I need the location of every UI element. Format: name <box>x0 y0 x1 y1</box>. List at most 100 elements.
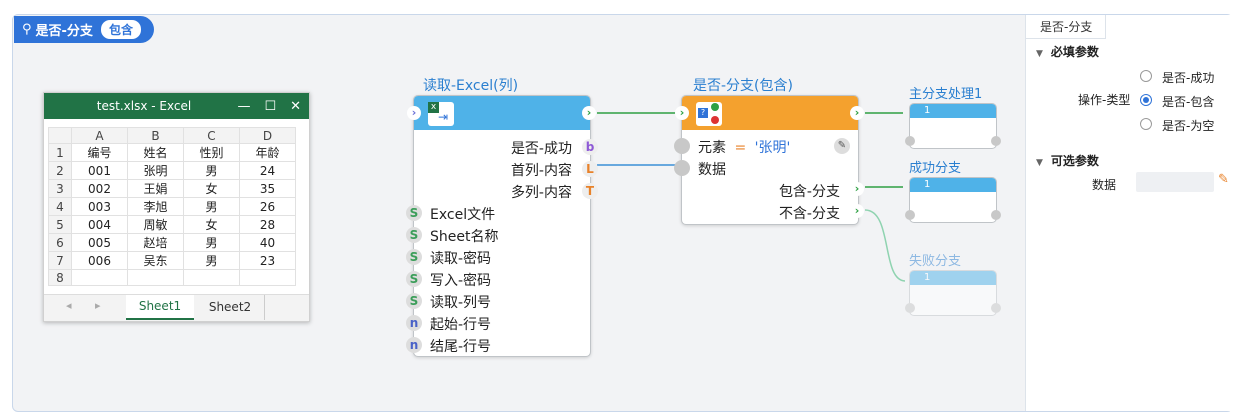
grid-cell[interactable]: 男 <box>183 161 240 180</box>
element-row: 元素 = '张明' <box>698 137 790 157</box>
grid-cell[interactable] <box>239 269 296 286</box>
target-port[interactable] <box>991 210 1001 220</box>
grid-cell[interactable]: 张明 <box>127 161 184 180</box>
grid-cell[interactable]: 李旭 <box>127 197 184 216</box>
panel-tab[interactable]: 是否-分支 <box>1026 15 1106 39</box>
grid-cell[interactable]: 006 <box>71 251 128 270</box>
grid-cell[interactable]: 姓名 <box>127 143 184 162</box>
target-port[interactable] <box>991 303 1001 313</box>
grid-cell[interactable]: 年龄 <box>239 143 296 162</box>
grid-cell[interactable]: 23 <box>239 251 296 270</box>
sheet-nav-icons[interactable]: ◂ ▸ <box>66 299 111 312</box>
grid-cell[interactable]: 35 <box>239 179 296 198</box>
grid-cell[interactable]: 004 <box>71 215 128 234</box>
maximize-icon[interactable]: ☐ <box>264 98 277 114</box>
grid-cell[interactable]: 001 <box>71 161 128 180</box>
op-radio-label[interactable]: 是否-包含 <box>1162 95 1215 109</box>
op-radio-label[interactable]: 是否-成功 <box>1162 71 1215 85</box>
branch-flow-out-arrow[interactable]: › <box>850 106 864 120</box>
grid-cell[interactable]: 吴东 <box>127 251 184 270</box>
grid-cell[interactable]: 周敏 <box>127 215 184 234</box>
data-param-input[interactable] <box>1136 172 1214 192</box>
read-output-port[interactable]: b <box>582 139 598 155</box>
read-input-port[interactable]: S <box>406 205 422 221</box>
grid-cell[interactable]: 28 <box>239 215 296 234</box>
grid-cell[interactable]: 005 <box>71 233 128 252</box>
grid-cell[interactable]: 24 <box>239 161 296 180</box>
read-input-port[interactable]: S <box>406 249 422 265</box>
read-flow-out-arrow[interactable]: › <box>582 106 596 120</box>
read-output-port[interactable]: L <box>582 161 598 177</box>
sheet2-tab[interactable]: Sheet2 <box>196 295 265 320</box>
read-input-port[interactable]: n <box>406 337 422 353</box>
col-header[interactable]: C <box>183 127 240 144</box>
grid-cell[interactable]: 002 <box>71 179 128 198</box>
target-port[interactable] <box>905 210 915 220</box>
grid-cell[interactable] <box>71 269 128 286</box>
data-port[interactable] <box>674 160 690 176</box>
grid-cell[interactable]: 赵培 <box>127 233 184 252</box>
grid-cell[interactable] <box>127 269 184 286</box>
element-port[interactable] <box>674 138 690 154</box>
required-section[interactable]: ▼必填参数 <box>1036 45 1099 59</box>
grid-cell[interactable]: 王娟 <box>127 179 184 198</box>
grid-cell[interactable]: 40 <box>239 233 296 252</box>
grid-cell[interactable]: 编号 <box>71 143 128 162</box>
read-flow-in-arrow[interactable]: › <box>407 106 421 120</box>
grid-cell[interactable]: 女 <box>183 215 240 234</box>
grid-cell[interactable]: 26 <box>239 197 296 216</box>
optional-section[interactable]: ▼可选参数 <box>1036 154 1099 168</box>
target-node[interactable]: 1 <box>905 177 1001 223</box>
read-input-port[interactable]: S <box>406 227 422 243</box>
node-tag[interactable]: ⚲ 是否-分支 包含 <box>14 16 154 43</box>
target-node[interactable]: 1 <box>905 270 1001 316</box>
edit-icon[interactable]: ✎ <box>834 138 850 154</box>
row-header[interactable]: 4 <box>48 197 72 216</box>
tag-pill: 包含 <box>100 20 141 39</box>
col-header[interactable]: D <box>239 127 296 144</box>
grid-cell[interactable]: 性别 <box>183 143 240 162</box>
corner-cell[interactable] <box>48 127 72 144</box>
grid-cell[interactable]: 男 <box>183 251 240 270</box>
not-contains-out-arrow[interactable]: › <box>850 204 864 218</box>
row-header[interactable]: 3 <box>48 179 72 198</box>
target-port[interactable] <box>905 303 915 313</box>
row-header[interactable]: 2 <box>48 161 72 180</box>
op-radio-label[interactable]: 是否-为空 <box>1162 119 1215 133</box>
minimize-icon[interactable]: — <box>237 98 251 114</box>
branch-flow-in-arrow[interactable]: › <box>675 106 689 120</box>
row-header[interactable]: 8 <box>48 269 72 286</box>
col-header[interactable]: A <box>71 127 128 144</box>
close-icon[interactable]: ✕ <box>290 98 301 114</box>
target-port[interactable] <box>905 136 915 146</box>
row-header[interactable]: 6 <box>48 233 72 252</box>
element-value[interactable]: '张明' <box>754 140 791 156</box>
grid-cell[interactable]: 003 <box>71 197 128 216</box>
row-header[interactable]: 5 <box>48 215 72 234</box>
op-radio[interactable] <box>1140 118 1152 130</box>
target-port[interactable] <box>991 136 1001 146</box>
read-input-port[interactable]: S <box>406 271 422 287</box>
row-header[interactable]: 7 <box>48 251 72 270</box>
op-radio[interactable] <box>1140 70 1152 82</box>
edit-param-icon[interactable]: ✎ <box>1218 172 1229 187</box>
grid-cell[interactable]: 男 <box>183 197 240 216</box>
grid-cell[interactable]: 女 <box>183 179 240 198</box>
col-header[interactable]: B <box>127 127 184 144</box>
read-input-port[interactable]: S <box>406 293 422 309</box>
read-output-port[interactable]: T <box>582 183 598 199</box>
op-radio[interactable] <box>1140 94 1152 106</box>
contains-out-arrow[interactable]: › <box>850 182 864 196</box>
grid-cell[interactable] <box>183 269 240 286</box>
sheet1-tab[interactable]: Sheet1 <box>126 295 194 320</box>
target-node[interactable]: 1 <box>905 103 1001 149</box>
branch-node[interactable]: ? › › 元素 = '张明' ✎ 数据 包含-分支 › 不含-分支 › <box>674 95 864 225</box>
grid-cell[interactable]: 男 <box>183 233 240 252</box>
read-input-label: 写入-密码 <box>430 273 492 289</box>
read-input-port[interactable]: n <box>406 315 422 331</box>
row-header[interactable]: 1 <box>48 143 72 162</box>
